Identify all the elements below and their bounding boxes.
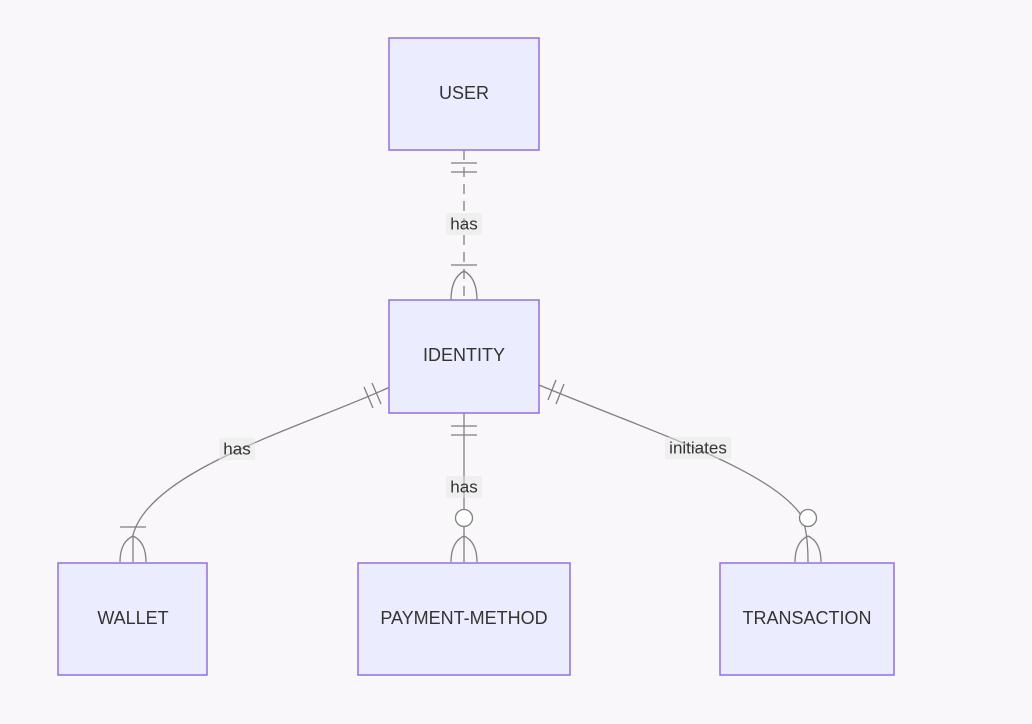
cardinality-many-marker	[794, 535, 822, 563]
relationship-identity-transaction	[538, 379, 822, 563]
relationship-label: has	[450, 478, 477, 497]
entity-box[interactable]	[719, 562, 895, 676]
relationship-label-identity-wallet: has	[219, 438, 255, 460]
relationship-identity-wallet	[119, 382, 391, 563]
relationship-line	[538, 384, 809, 563]
cardinality-zero-marker	[798, 508, 818, 528]
cardinality-many-marker	[119, 535, 147, 563]
entity-box[interactable]	[388, 299, 540, 414]
entity-payment-method[interactable]: PAYMENT-METHOD	[357, 562, 571, 676]
relationship-label: initiates	[669, 439, 727, 458]
relationship-label-user-identity: has	[446, 213, 482, 235]
relationship-line	[132, 386, 391, 562]
entity-label: WALLET	[97, 608, 168, 628]
entity-label: USER	[439, 83, 489, 103]
relationship-label-identity-payment-method: has	[446, 476, 482, 498]
cardinality-many-marker	[450, 270, 478, 301]
entity-box[interactable]	[388, 37, 540, 151]
relationship-label-identity-transaction: initiates	[665, 437, 731, 459]
entity-identity[interactable]: IDENTITY	[388, 299, 540, 414]
entity-transaction[interactable]: TRANSACTION	[719, 562, 895, 676]
entity-label: PAYMENT-METHOD	[380, 608, 547, 628]
entity-user[interactable]: USER	[388, 37, 540, 151]
relationship-label: has	[450, 215, 477, 234]
entity-label: IDENTITY	[423, 345, 505, 365]
cardinality-one-marker	[547, 379, 557, 401]
cardinality-zero-marker	[454, 508, 474, 528]
entity-box[interactable]	[57, 562, 208, 676]
cardinality-one-marker	[363, 386, 374, 409]
cardinality-one-marker	[371, 382, 382, 405]
relationship-label: has	[223, 440, 250, 459]
cardinality-many-marker	[450, 535, 478, 563]
cardinality-one-marker	[555, 383, 565, 405]
entity-label: TRANSACTION	[742, 608, 871, 628]
entity-wallet[interactable]: WALLET	[57, 562, 208, 676]
entity-box[interactable]	[357, 562, 571, 676]
